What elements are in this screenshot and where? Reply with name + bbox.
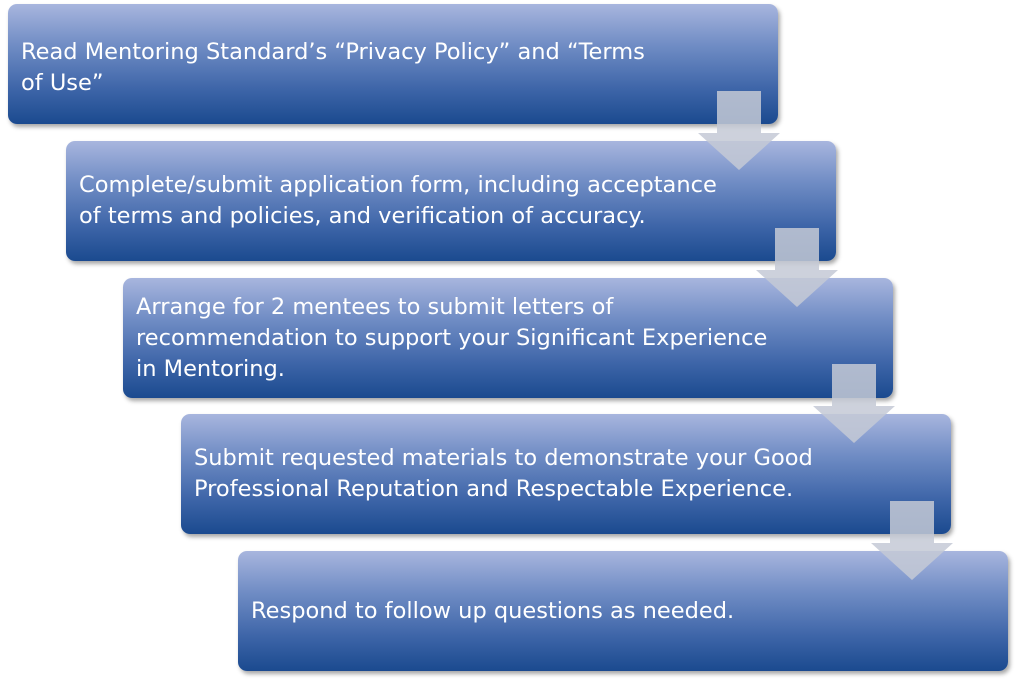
down-arrow-icon [698, 91, 780, 170]
step-5-text: Respond to follow up questions as needed… [251, 597, 735, 624]
step-1-text: Read Mentoring Standard’s “Privacy Polic… [21, 39, 645, 96]
step-1-box: Read Mentoring Standard’s “Privacy Polic… [8, 4, 778, 124]
down-arrow-icon [756, 228, 838, 307]
step-2-text: Complete/submit application form, includ… [79, 172, 717, 229]
step-5-box: Respond to follow up questions as needed… [238, 551, 1008, 671]
step-4-box: Submit requested materials to demonstrat… [181, 414, 951, 534]
step-4-text: Submit requested materials to demonstrat… [194, 445, 813, 502]
step-3-box: Arrange for 2 mentees to submit letters … [123, 278, 893, 398]
step-2-box: Complete/submit application form, includ… [66, 141, 836, 261]
down-arrow-icon [813, 364, 895, 443]
down-arrow-icon [871, 501, 953, 580]
step-3-text: Arrange for 2 mentees to submit letters … [136, 293, 768, 382]
